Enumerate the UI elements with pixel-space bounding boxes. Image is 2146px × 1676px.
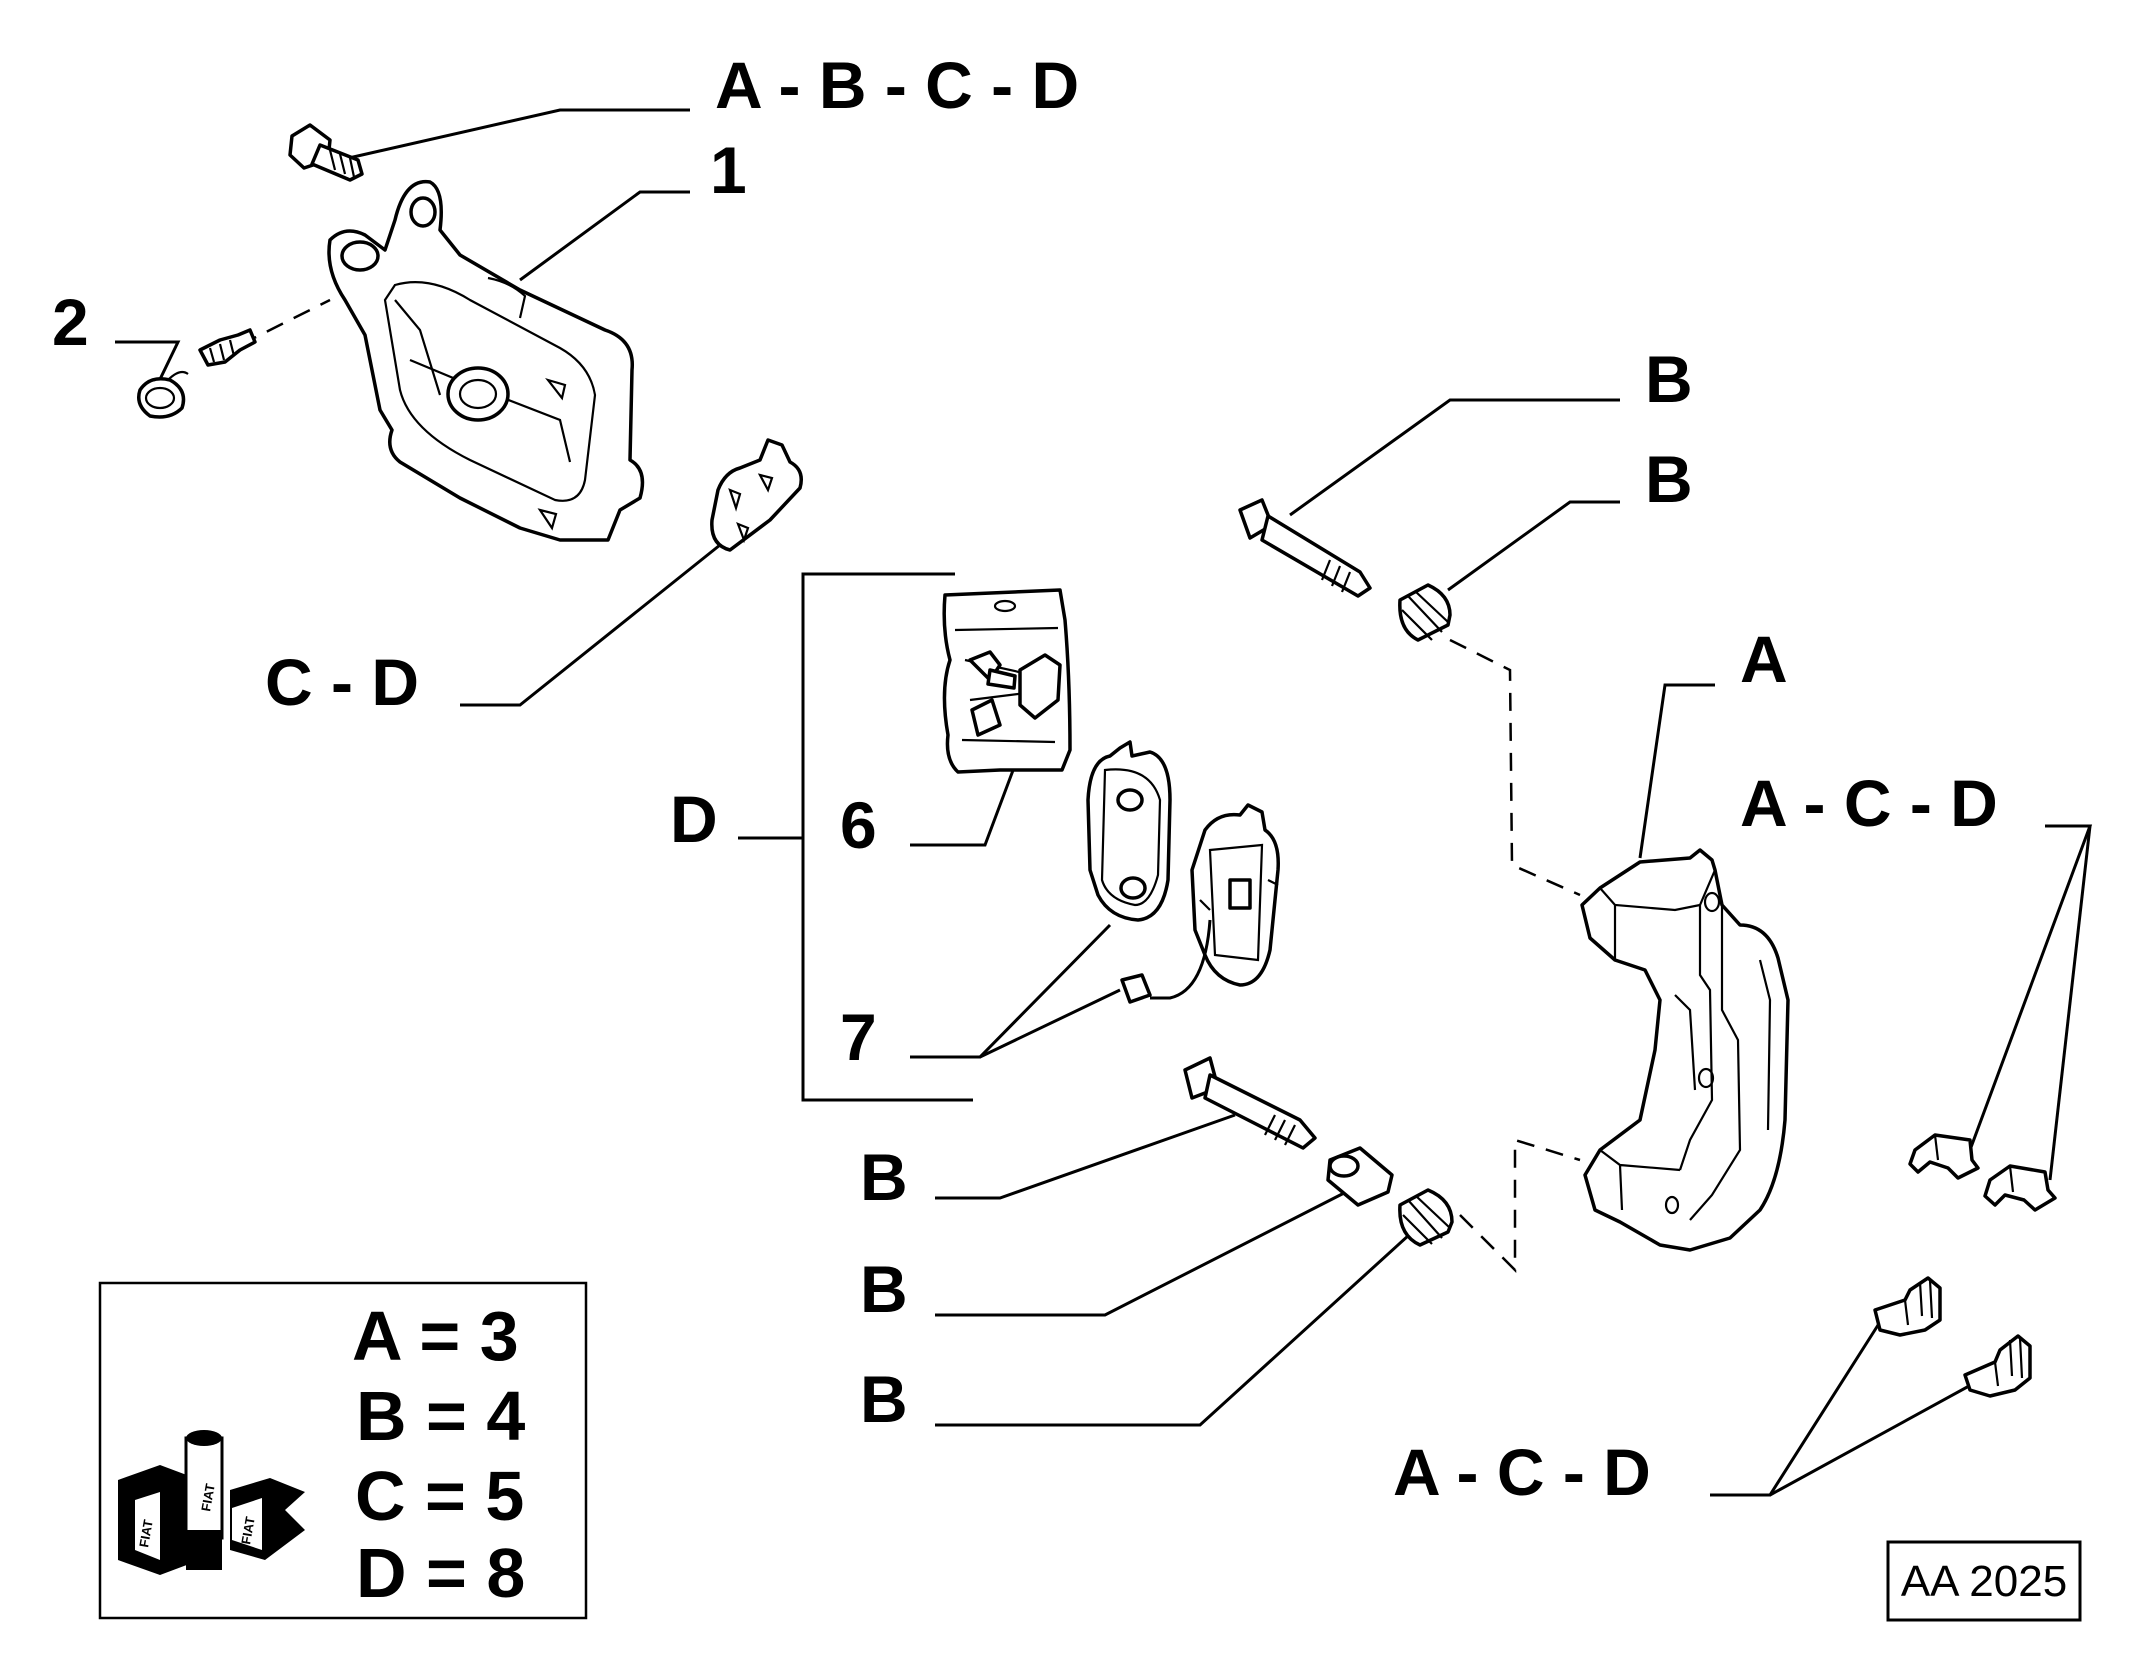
bleed-screw-cap	[137, 370, 189, 419]
callout-item-6: 6	[840, 788, 877, 862]
brake-caliper-body	[327, 179, 645, 542]
pad-clip-lower-left	[1873, 1276, 1942, 1337]
legend-row-c: C = 5	[355, 1457, 524, 1535]
legend-row-d: D = 8	[356, 1534, 525, 1612]
callout-top-abcd: A - B - C - D	[715, 48, 1079, 122]
callout-acd-lower: A - C - D	[1393, 1435, 1651, 1509]
callout-item-1: 1	[710, 133, 747, 207]
callout-item-2: 2	[52, 285, 89, 359]
anti-rattle-plate	[710, 438, 803, 552]
guide-pin-upper	[1238, 498, 1372, 598]
callout-b-lower-ribbed-bushing: B	[860, 1362, 908, 1436]
legend-row-b: B = 4	[356, 1377, 525, 1455]
diagram-code-box: AA 2025	[1886, 1540, 2082, 1622]
quantity-legend: A = 3 B = 4 C = 5 D = 8 FIAT FIAT FIAT	[98, 1281, 588, 1620]
brake-pad-inner	[1190, 803, 1280, 987]
logo-text-left: FIAT	[136, 1518, 156, 1548]
pad-wear-sensor-wire	[1120, 919, 1212, 1004]
bleed-screw	[198, 328, 257, 367]
callout-b-upper-pin: B	[1645, 342, 1693, 416]
logo-text-right: FIAT	[238, 1515, 258, 1545]
caliper-bolt	[288, 123, 364, 182]
pad-clip-upper-right	[1983, 1164, 2057, 1212]
callout-left-cd: C - D	[265, 645, 419, 719]
fiat-kit-logo: FIAT FIAT FIAT	[118, 1430, 305, 1575]
repair-kit-bag	[942, 588, 1072, 774]
bushing-lower-ribbed	[1398, 1188, 1454, 1247]
logo-text-center: FIAT	[198, 1482, 218, 1512]
guide-pin-lower	[1183, 1056, 1317, 1150]
bushing-upper	[1398, 583, 1452, 642]
callout-b-lower-plain-bushing: B	[860, 1252, 908, 1326]
diagram-code: AA 2025	[1901, 1557, 2067, 1606]
callout-b-lower-pin: B	[860, 1140, 908, 1214]
pad-clip-upper-left	[1908, 1133, 1980, 1180]
bushing-lower-plain	[1326, 1146, 1394, 1207]
callout-labels: A - B - C - D 1 2 C - D B B A A - C - D …	[52, 48, 1998, 1509]
callout-acd-upper: A - C - D	[1740, 766, 1998, 840]
pad-clip-lower-right	[1963, 1334, 2032, 1398]
callout-item-7: 7	[840, 1000, 877, 1074]
caliper-carrier-bracket	[1580, 848, 1790, 1252]
callout-d-bracket: D	[670, 782, 718, 856]
callout-b-upper-bushing: B	[1645, 442, 1693, 516]
legend-row-a: A = 3	[352, 1297, 519, 1375]
callout-a-carrier: A	[1740, 622, 1788, 696]
brake-pad-outer	[1086, 740, 1172, 922]
leader-lines	[115, 108, 2093, 1497]
